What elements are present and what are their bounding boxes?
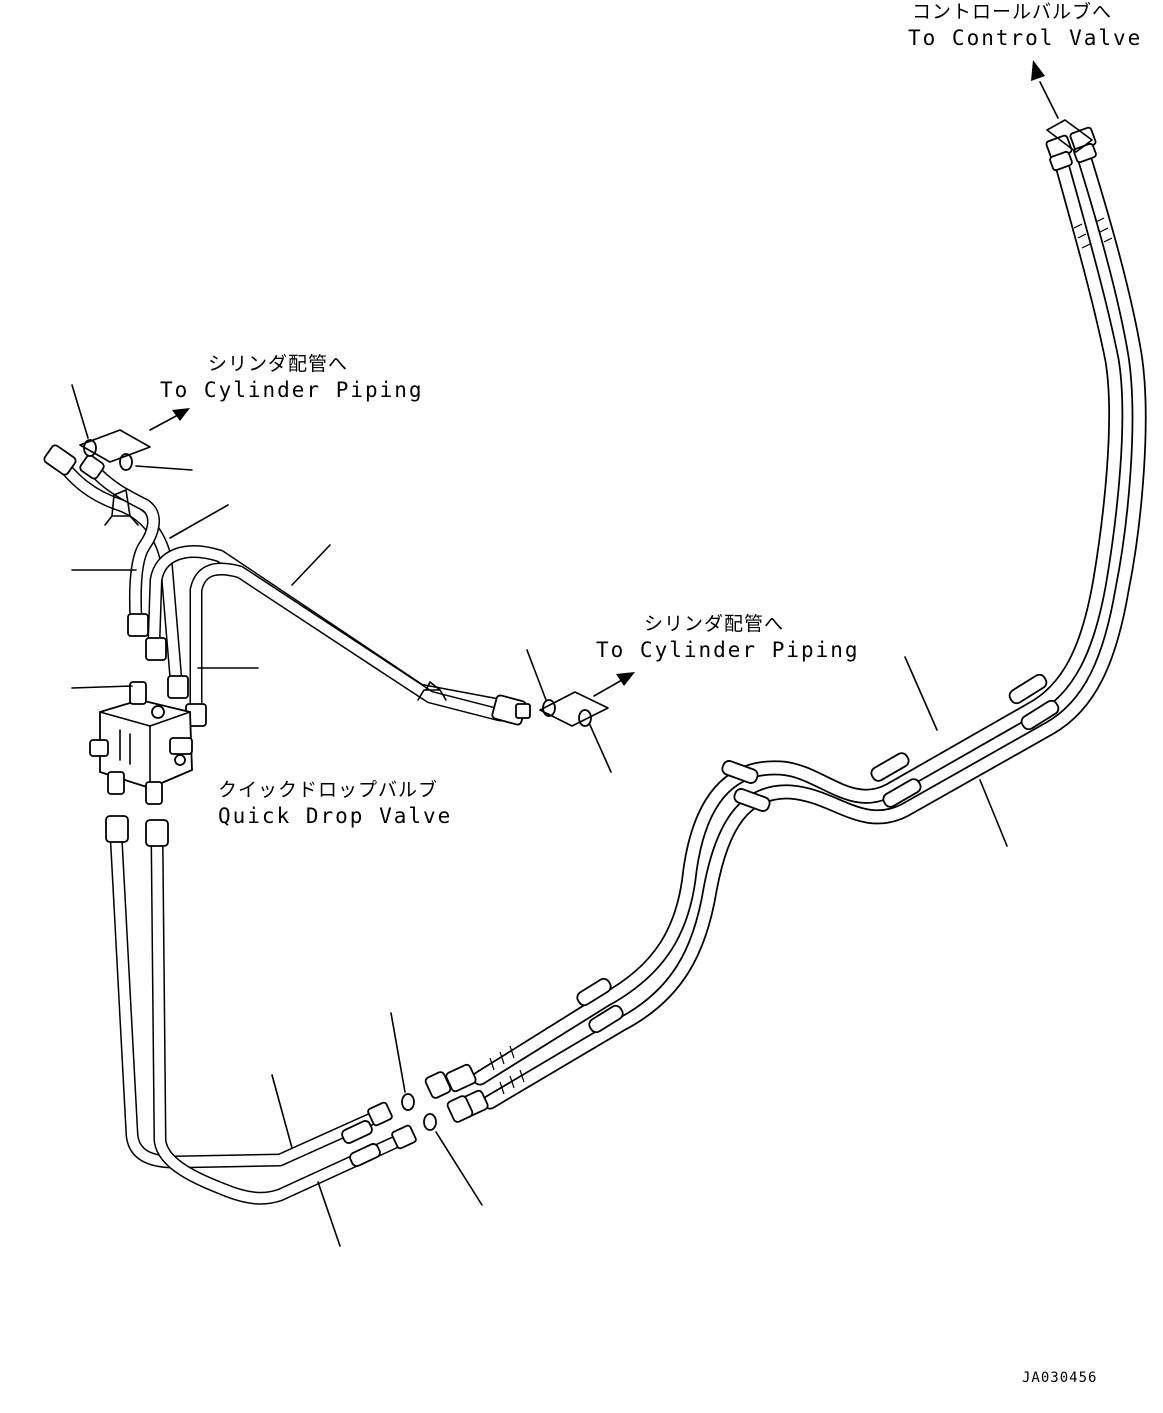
drawing-code: JA030456 <box>1022 1370 1098 1386</box>
clamp-icon <box>721 760 771 812</box>
cylinder-piping-2-label-en: To Cylinder Piping <box>596 638 860 662</box>
clamp-icon <box>870 752 922 808</box>
lower-hose-fittings <box>424 1063 489 1123</box>
o-ring-icon <box>423 1113 437 1131</box>
arrow-icon <box>149 408 190 431</box>
valve-icon <box>89 681 193 805</box>
direction-markers <box>79 119 1093 727</box>
clamp-icon <box>576 977 624 1034</box>
o-ring-icon <box>401 1093 415 1111</box>
cylinder-piping-1-label-en: To Cylinder Piping <box>160 378 424 402</box>
control-valve-fittings <box>1045 126 1097 172</box>
control-valve-label-jp: コントロールバルブへ <box>912 1 1113 23</box>
cylinder-pipes <box>43 444 531 727</box>
o-ring-icon <box>578 709 592 727</box>
cylinder-piping-2-label-jp: シリンダ配管へ <box>644 613 785 635</box>
o-ring-icon <box>119 453 133 471</box>
clamp-icon <box>1008 673 1060 731</box>
arrow-icon <box>593 672 635 697</box>
lower-pipe-pair <box>105 815 417 1205</box>
control-valve-hose-pair <box>472 152 1147 1110</box>
hose-clamps <box>576 673 1060 1034</box>
control-valve-label-en: To Control Valve <box>908 26 1143 50</box>
cylinder-piping-1-label-jp: シリンダ配管へ <box>208 353 349 375</box>
quick-drop-valve-label-jp: クイックドロップバルブ <box>218 779 439 801</box>
quick-drop-valve-label-en: Quick Drop Valve <box>218 804 453 828</box>
leader-lines <box>71 384 1008 1247</box>
arrow-icon <box>1031 60 1059 119</box>
